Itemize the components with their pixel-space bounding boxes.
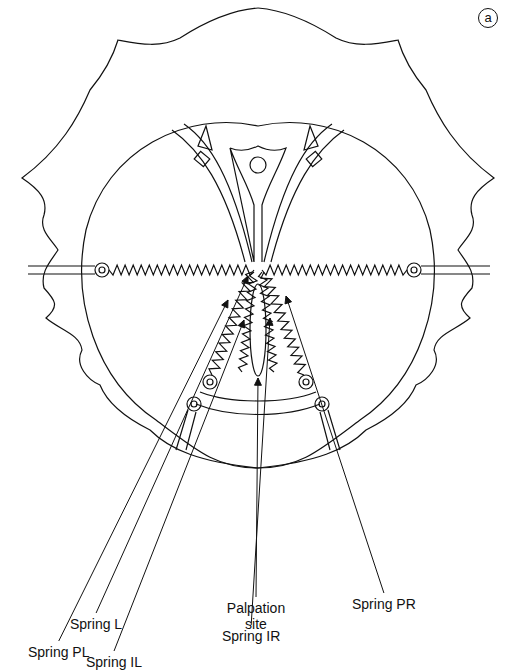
arrowhead	[255, 378, 262, 385]
arrowhead	[285, 296, 292, 304]
arrowhead	[238, 320, 244, 328]
spring-coil	[262, 265, 407, 275]
spring-coil	[209, 272, 253, 375]
arrowhead	[242, 276, 248, 284]
part-label: Spring IL	[86, 654, 142, 670]
leader-line	[59, 300, 228, 641]
panel-letter: a	[478, 8, 498, 28]
lateral-tubes	[28, 263, 490, 277]
part-label: Spring PR	[352, 596, 416, 612]
leader-line	[286, 296, 384, 593]
leader-line	[251, 318, 270, 625]
spring-coil	[239, 272, 258, 372]
part-label: Spring PL	[28, 644, 89, 660]
arrowhead	[222, 300, 228, 308]
leader-line	[96, 276, 248, 613]
arrowhead	[266, 318, 273, 325]
cartilage-bracket	[172, 124, 344, 262]
leader-line	[256, 378, 258, 597]
leader-line	[114, 320, 244, 651]
part-label: Palpation site	[214, 600, 298, 632]
palpation-pad	[250, 284, 266, 376]
part-label: Spring IR	[222, 628, 280, 644]
part-label: Spring L	[70, 616, 122, 632]
springs	[109, 265, 407, 375]
leader-lines	[59, 276, 384, 651]
spring-coil	[109, 265, 254, 275]
